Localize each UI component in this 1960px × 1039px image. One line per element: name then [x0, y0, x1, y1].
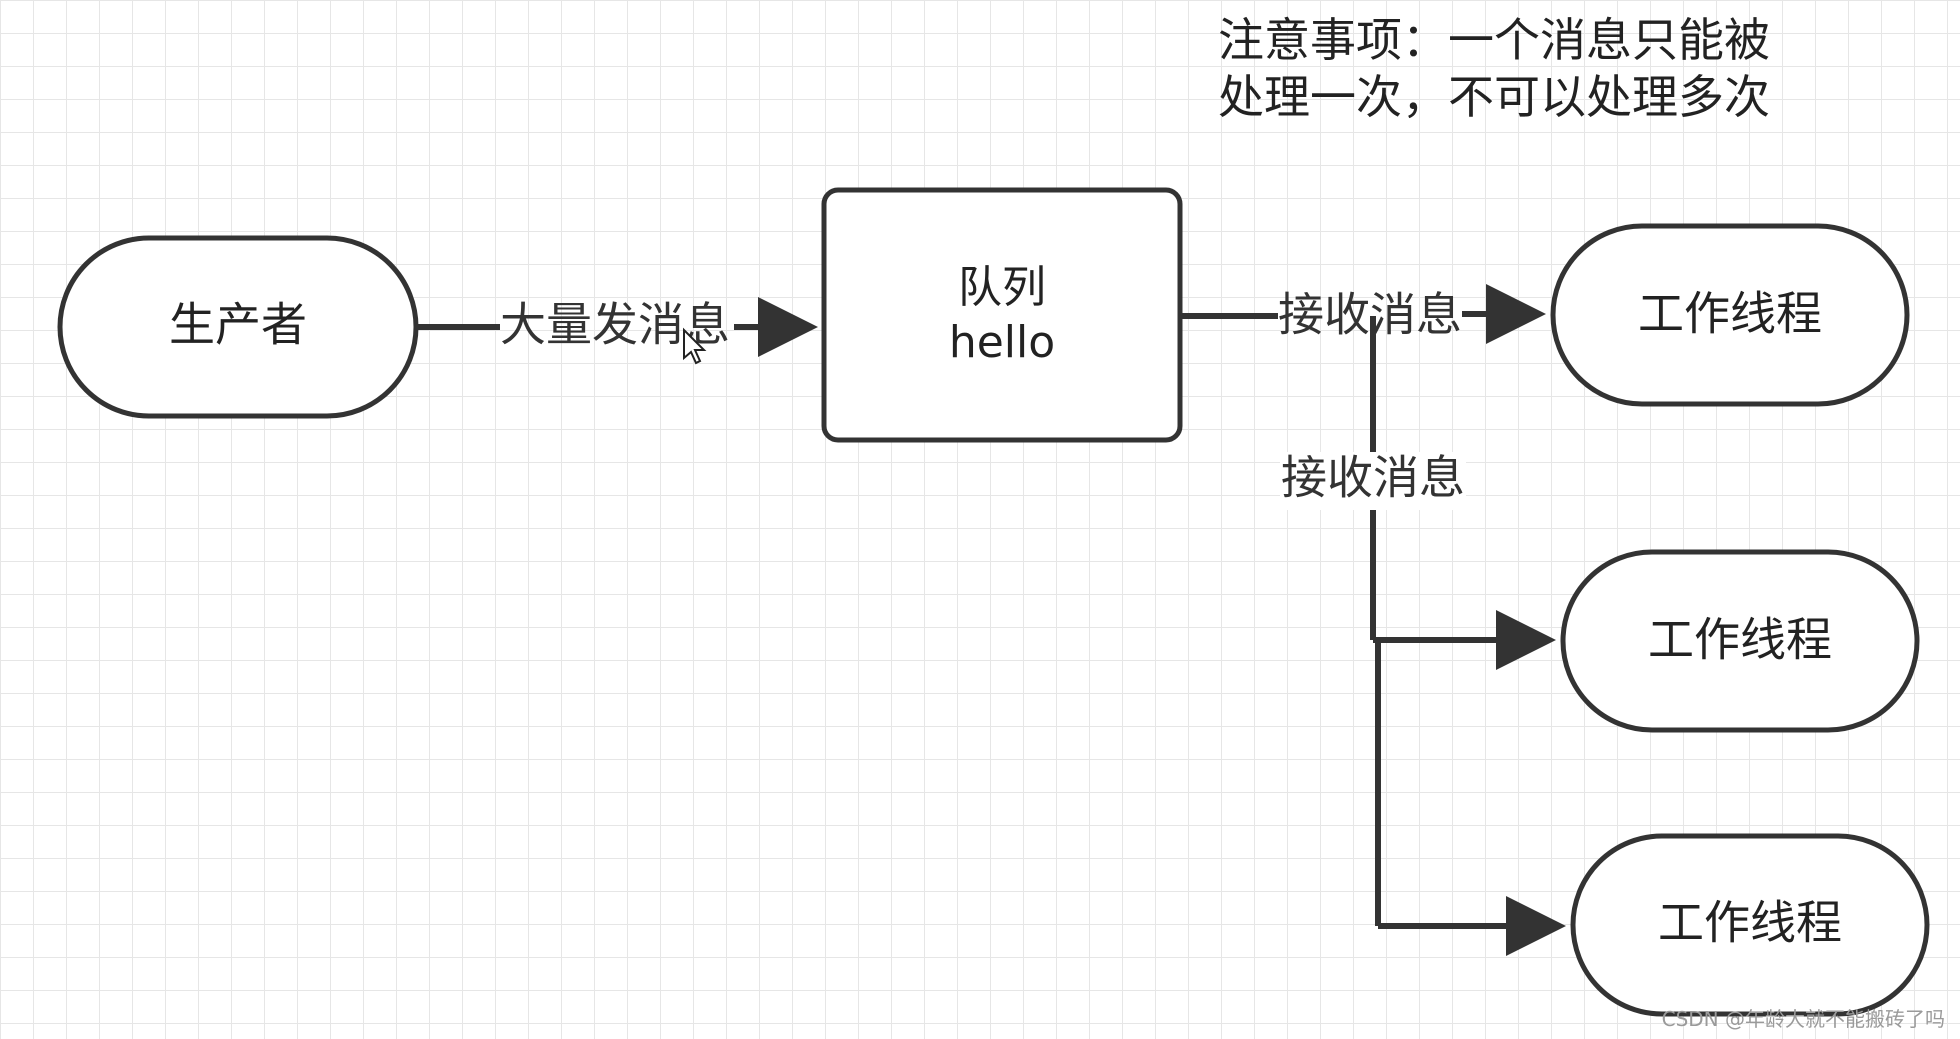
worker-2-shape [1560, 549, 1920, 733]
queue-label-line-2: hello [949, 317, 1055, 368]
worker-3-shape [1570, 833, 1930, 1017]
worker-node-2[interactable]: 工作线程 [1560, 549, 1920, 733]
worker-3-label: 工作线程 [1658, 896, 1842, 950]
edge-queue-to-worker-1[interactable]: 接收消息 [1180, 284, 1546, 344]
producer-label: 生产者 [169, 298, 307, 352]
watermark-text: CSDN @年龄大就不能搬砖了吗 [1662, 1007, 1945, 1031]
edge-producer-to-queue[interactable]: 大量发消息 [416, 297, 818, 357]
mouse-cursor-icon [683, 327, 707, 365]
worker-2-label: 工作线程 [1648, 613, 1832, 667]
worker-node-3[interactable]: 工作线程 [1570, 833, 1930, 1017]
note-line-1: 注意事项：一个消息只能被 [1218, 13, 1770, 67]
worker-1-label: 工作线程 [1638, 287, 1822, 341]
note-line-2: 处理一次，不可以处理多次 [1218, 70, 1770, 124]
queue-label-line-1: 队列 [958, 262, 1046, 313]
producer-node[interactable]: 生产者 [57, 235, 419, 419]
edge-receive-label-2-bg [1280, 452, 1466, 510]
worker-node-1[interactable]: 工作线程 [1550, 223, 1910, 407]
edge-receive-label-2: 接收消息 [1281, 451, 1465, 505]
queue-node[interactable]: 队列 hello [821, 187, 1183, 443]
queue-shape [821, 187, 1183, 443]
worker-1-shape [1550, 223, 1910, 407]
